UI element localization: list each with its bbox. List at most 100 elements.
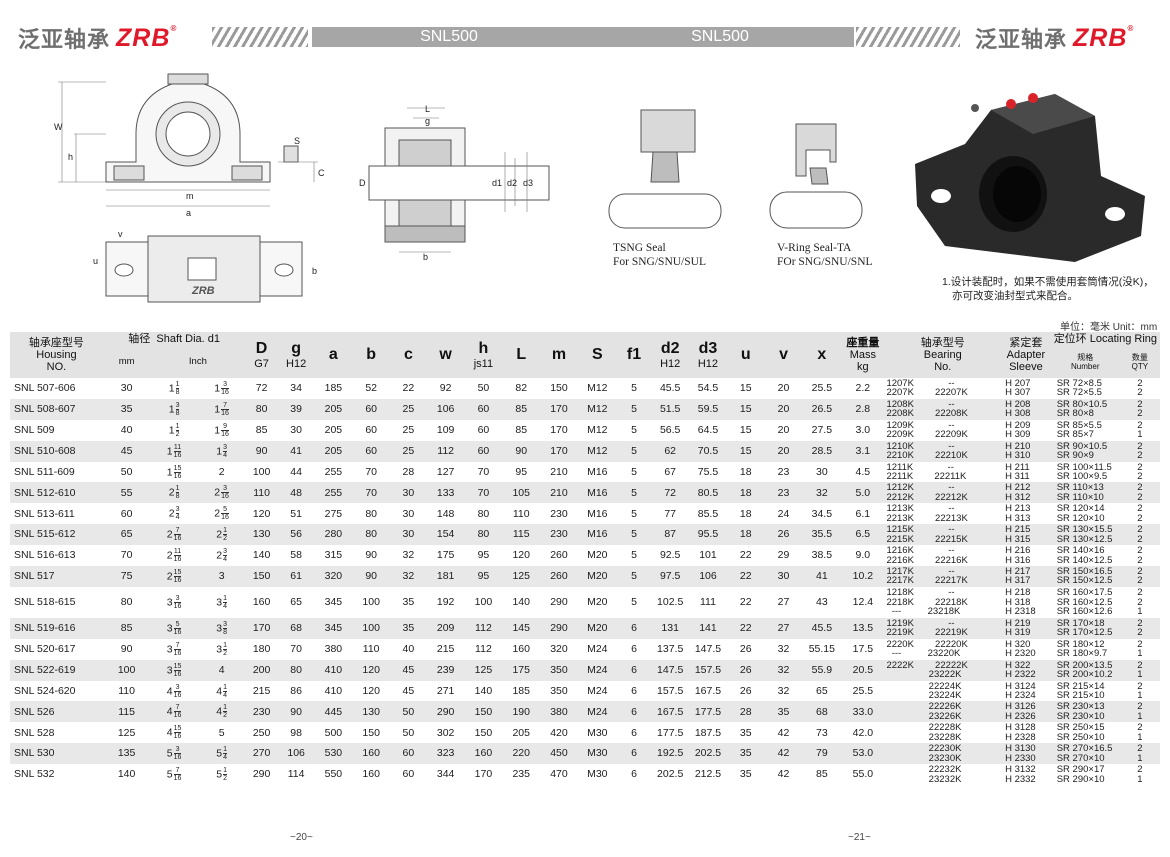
cell-mm: 135 bbox=[117, 747, 136, 760]
dim-label-h: h bbox=[68, 152, 73, 162]
cell-m: 230 bbox=[550, 507, 568, 520]
cell-c: 30 bbox=[402, 507, 415, 520]
cell-d: 170 bbox=[252, 622, 271, 635]
cell-d2: 92.5 bbox=[659, 549, 681, 562]
col-inch: Inch bbox=[188, 356, 207, 367]
cell-c: 35 bbox=[402, 622, 415, 635]
cell-g: 98 bbox=[290, 726, 302, 739]
cell-d: 90 bbox=[255, 444, 268, 457]
cell-mm: 85 bbox=[120, 622, 133, 635]
cell-housing-no: SNL 520-617 bbox=[14, 642, 76, 655]
cell-b: 90 bbox=[365, 570, 377, 583]
cell-inch-2: 2 bbox=[218, 465, 225, 478]
cell-ring-spec: SR 200×13.5 SR 200×10.2 bbox=[1056, 659, 1113, 681]
cell-g: 68 bbox=[290, 622, 302, 635]
cell-c: 35 bbox=[402, 596, 415, 609]
cell-housing-no: SNL 530 bbox=[14, 747, 55, 760]
cell-d3: 177.5 bbox=[694, 705, 722, 718]
cell-mass: 33.0 bbox=[852, 705, 874, 718]
dim-label-d1: d1 bbox=[492, 178, 502, 188]
cell-w: 209 bbox=[436, 622, 455, 635]
cell-d2: 202.5 bbox=[657, 768, 684, 781]
cell-d2: 157.5 bbox=[657, 684, 684, 697]
cell-bearing: 2220K 22220K --- 23220K bbox=[886, 638, 968, 660]
dim-label-b: b bbox=[312, 266, 317, 276]
cell-u: 18 bbox=[739, 528, 752, 541]
cell-w: 271 bbox=[436, 684, 455, 697]
cell-housing-no: SNL 511-609 bbox=[14, 465, 75, 478]
cell-mm: 35 bbox=[120, 403, 133, 416]
cell-bearing: 1213K -- 2213K 22213K bbox=[886, 503, 968, 524]
cell-ring-spec: SR 80×10.5 SR 80×8 bbox=[1056, 398, 1108, 420]
col-f1: f1 bbox=[626, 346, 642, 363]
cell-v: 32 bbox=[777, 642, 790, 655]
cell-c: 30 bbox=[402, 528, 415, 541]
cell-c: 45 bbox=[402, 663, 415, 676]
cell-m: 320 bbox=[550, 642, 568, 655]
cell-l: 115 bbox=[512, 528, 530, 541]
cell-l: 125 bbox=[512, 570, 530, 583]
brand-right: 泛亚轴承 ZRB® bbox=[975, 22, 1134, 54]
cell-v: 30 bbox=[777, 570, 790, 583]
cell-d2: 72 bbox=[664, 486, 677, 499]
dim-label-u: u bbox=[93, 256, 98, 266]
cell-b: 70 bbox=[365, 465, 377, 478]
cell-a: 280 bbox=[324, 528, 343, 541]
cell-ring-qty: 2 2 bbox=[1137, 617, 1143, 639]
cell-c: 50 bbox=[402, 726, 415, 739]
cell-adapter-sleeve: H 218 H 318 H 2318 bbox=[1005, 587, 1036, 618]
cell-m: 380 bbox=[550, 705, 568, 718]
cell-v: 27 bbox=[777, 622, 790, 635]
cell-housing-no: SNL 512-610 bbox=[14, 486, 76, 499]
cell-ring-qty: 2 2 bbox=[1137, 398, 1143, 420]
cell-mass: 4.5 bbox=[855, 465, 871, 478]
cell-a: 500 bbox=[324, 726, 343, 739]
cell-v: 42 bbox=[777, 726, 790, 739]
cell-g: 114 bbox=[287, 768, 305, 781]
cell-d2: 56.5 bbox=[659, 423, 681, 436]
cell-d3: 141 bbox=[699, 622, 717, 635]
cell-c: 60 bbox=[402, 747, 415, 760]
cell-x: 30 bbox=[815, 465, 828, 478]
cell-m: 210 bbox=[550, 486, 568, 499]
cell-d: 230 bbox=[252, 705, 271, 718]
cell-w: 239 bbox=[436, 663, 455, 676]
cell-bearing: 22232K 23232K bbox=[928, 764, 962, 785]
cell-l: 85 bbox=[515, 423, 528, 436]
cell-ring-qty: 2 1 bbox=[1137, 722, 1143, 743]
cell-u: 26 bbox=[739, 684, 752, 697]
col-shaft-dia: 轴径 Shaft Dia. d1 bbox=[128, 333, 220, 345]
cell-b: 120 bbox=[362, 684, 380, 697]
cell-ring-spec: SR 215×14 SR 215×10 bbox=[1056, 680, 1105, 702]
cell-l: 90 bbox=[515, 444, 528, 457]
cell-mass: 55.0 bbox=[852, 768, 874, 781]
cell-a: 530 bbox=[324, 747, 343, 760]
cell-housing-no: SNL 509 bbox=[14, 423, 55, 436]
cell-d3: 54.5 bbox=[697, 382, 719, 395]
cell-mass: 25.5 bbox=[852, 684, 874, 697]
cell-d: 150 bbox=[252, 570, 271, 583]
cell-b: 100 bbox=[362, 596, 380, 609]
dim-label-m: m bbox=[186, 191, 194, 201]
cell-bearing: 1211K -- 2211K 22211K bbox=[886, 461, 967, 482]
cell-h: 125 bbox=[474, 663, 493, 676]
cell-f1: 5 bbox=[631, 382, 637, 395]
cell-v: 20 bbox=[777, 423, 790, 436]
cell-m: 470 bbox=[550, 768, 568, 781]
cell-d2: 62 bbox=[664, 444, 677, 457]
cell-mm: 55 bbox=[120, 486, 133, 499]
cell-housing-no: SNL 513-611 bbox=[14, 507, 75, 520]
cell-a: 445 bbox=[324, 705, 343, 718]
